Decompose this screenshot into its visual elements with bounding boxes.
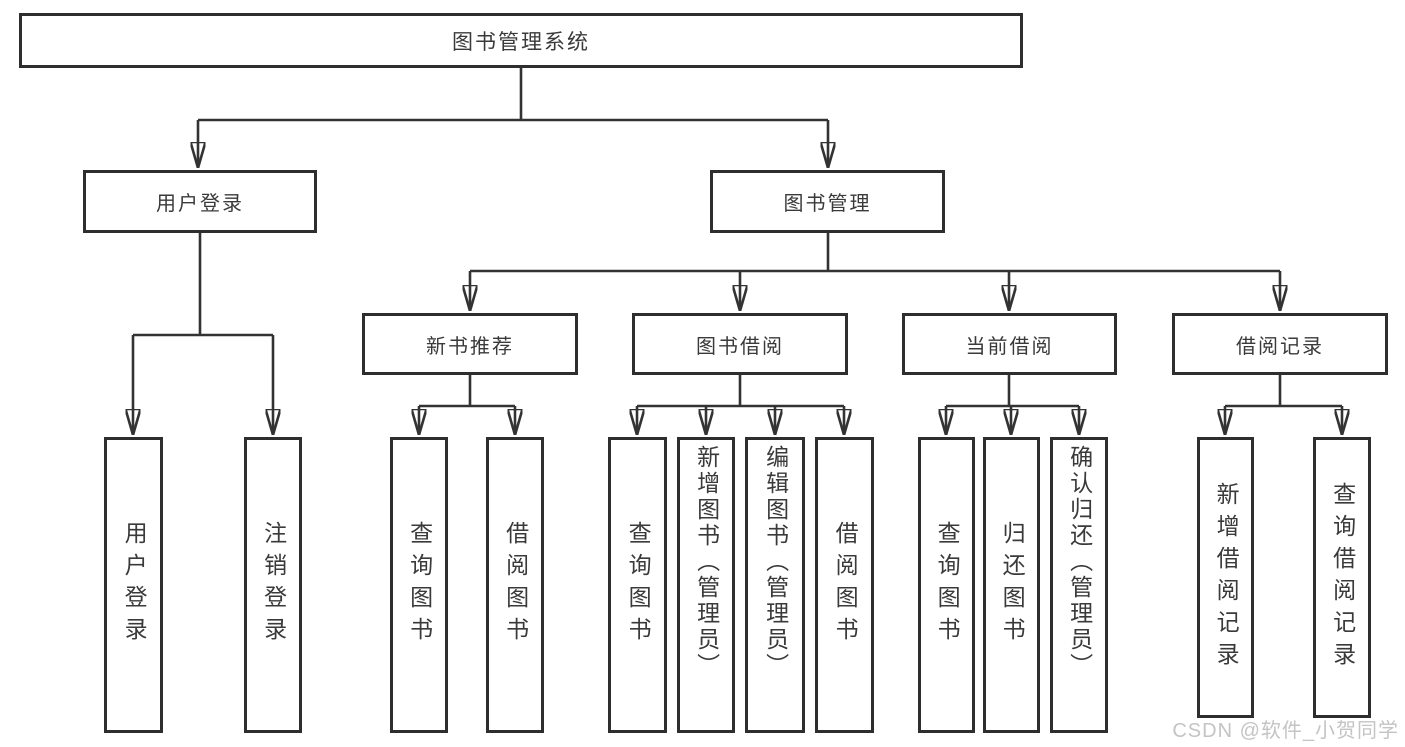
leaf-return-books: 归还图书 xyxy=(983,437,1040,733)
leaf-query-books-current: 查询图书 xyxy=(918,437,975,733)
node-label: 图书管理 xyxy=(783,193,872,215)
leaf-query-books-borrowing: 查询图书 xyxy=(608,437,667,733)
leaf-label: 借阅图书 xyxy=(502,521,529,649)
node-user-login: 用户登录 xyxy=(83,170,317,233)
leaf-add-borrow-record: 新增借阅记录 xyxy=(1197,437,1254,718)
connector-current-borrowing-branch xyxy=(946,375,1079,435)
node-label: 借阅记录 xyxy=(1236,335,1324,358)
leaf-logout: 注销登录 xyxy=(244,437,302,733)
leaf-label: 确认归还（管理员） xyxy=(1066,445,1093,679)
connector-root-to-level1 xyxy=(198,68,828,168)
node-current-borrowing: 当前借阅 xyxy=(902,313,1117,375)
node-library-management-system: 图书管理系统 xyxy=(19,13,1023,68)
node-label: 用户登录 xyxy=(156,193,244,215)
node-book-borrowing: 图书借阅 xyxy=(632,313,848,375)
leaf-edit-books-admin: 编辑图书（管理员） xyxy=(745,437,805,733)
connector-user-login-branch xyxy=(133,233,273,435)
leaf-label: 用户登录 xyxy=(121,521,148,649)
leaf-label: 新增图书（管理员） xyxy=(693,445,720,679)
node-book-management: 图书管理 xyxy=(710,170,945,233)
leaf-label: 注销登录 xyxy=(260,521,287,649)
node-new-book-recommendation: 新书推荐 xyxy=(362,313,578,375)
leaf-borrow-books-recommend: 借阅图书 xyxy=(486,437,544,733)
leaf-user-login: 用户登录 xyxy=(104,437,163,733)
connector-borrowing-records-branch xyxy=(1225,375,1342,435)
csdn-watermark: CSDN @软件_小贺同学 xyxy=(1172,720,1399,742)
node-label: 当前借阅 xyxy=(965,335,1054,358)
node-label: 新书推荐 xyxy=(426,335,514,358)
node-borrowing-records: 借阅记录 xyxy=(1172,313,1388,375)
leaf-label: 归还图书 xyxy=(999,521,1026,649)
leaf-label: 借阅图书 xyxy=(832,521,859,649)
leaf-add-books-admin: 新增图书（管理员） xyxy=(677,437,735,733)
node-label: 图书借阅 xyxy=(696,335,784,358)
connector-new-book-branch xyxy=(419,375,515,435)
leaf-query-books-recommend: 查询图书 xyxy=(390,437,448,733)
connector-book-borrowing-branch xyxy=(637,375,844,435)
leaf-label: 查询图书 xyxy=(406,521,433,649)
leaf-label: 查询图书 xyxy=(625,521,652,649)
leaf-query-borrow-record: 查询借阅记录 xyxy=(1313,437,1371,718)
leaf-borrow-books: 借阅图书 xyxy=(815,437,874,733)
leaf-label: 编辑图书（管理员） xyxy=(762,445,789,679)
leaf-label: 查询图书 xyxy=(934,521,961,649)
leaf-confirm-return-admin: 确认归还（管理员） xyxy=(1050,437,1108,733)
connector-book-management-branch xyxy=(470,233,1280,311)
leaf-label: 查询借阅记录 xyxy=(1329,481,1356,674)
leaf-label: 新增借阅记录 xyxy=(1213,481,1240,674)
node-label: 图书管理系统 xyxy=(452,30,590,54)
